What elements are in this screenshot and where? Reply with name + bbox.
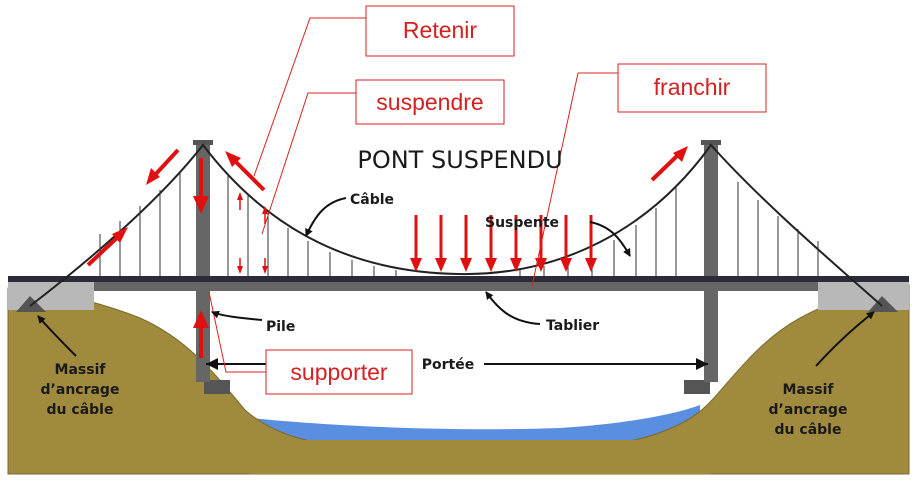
box-supporter	[265, 349, 413, 395]
label-massif-right-line1: Massif	[783, 382, 835, 398]
right-pylon-cap	[701, 140, 721, 145]
label-massif-left-line3: du câble	[47, 402, 114, 418]
deck-beam	[94, 282, 818, 291]
label-suspente: Suspente	[485, 215, 559, 231]
box-retenir-text: Retenir	[403, 17, 477, 43]
label-pile: Pile	[266, 319, 295, 335]
label-cable: Câble	[350, 192, 394, 208]
right-pylon	[704, 142, 718, 382]
riverbed	[250, 440, 710, 474]
label-portee: Portée	[422, 357, 474, 373]
box-supporter-text: supporter	[290, 359, 388, 385]
box-suspendre-text: suspendre	[376, 89, 483, 115]
pointer-lines	[37, 197, 875, 367]
right-pylon-footing	[684, 380, 710, 394]
hangers	[99, 172, 819, 276]
diagram-title: PONT SUSPENDU	[357, 146, 562, 174]
right-anchor-block	[868, 296, 898, 312]
leader-lines	[208, 17, 618, 373]
span-arrow-left	[206, 358, 218, 370]
span-arrow-right	[696, 358, 708, 370]
label-massif-left-line1: Massif	[55, 362, 107, 378]
river-water	[250, 405, 700, 445]
box-retenir	[365, 5, 515, 57]
label-massif-right-line2: d’ancrage	[769, 402, 848, 418]
main-cable	[29, 143, 883, 307]
right-abutment	[818, 282, 909, 310]
label-massif-right-line3: du câble	[775, 422, 842, 438]
left-pylon-cap	[193, 140, 213, 145]
label-tablier: Tablier	[546, 318, 599, 334]
span-label-bg	[412, 352, 484, 374]
left-pylon-footing	[204, 380, 230, 394]
box-franchir	[617, 63, 767, 113]
load-arrows	[410, 215, 597, 272]
box-suspendre	[355, 79, 505, 125]
deck-top	[8, 276, 909, 282]
box-franchir-text: franchir	[654, 74, 731, 100]
red-force-arrows	[86, 146, 688, 358]
left-abutment	[8, 282, 94, 310]
small-red-arrows	[237, 192, 268, 274]
label-massif-left-line2: d’ancrage	[41, 382, 120, 398]
